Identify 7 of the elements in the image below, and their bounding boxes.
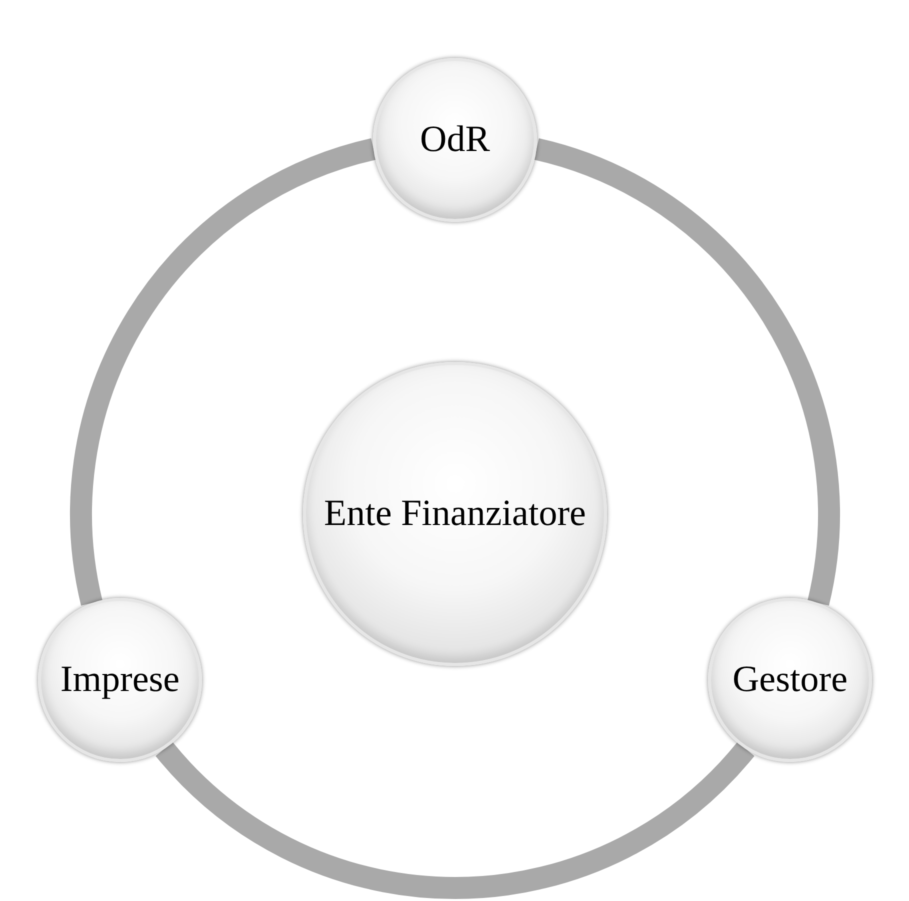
node-label: OdR (420, 120, 490, 160)
ring-connector (70, 138, 377, 605)
node-label: Gestore (732, 660, 848, 700)
node-label: Imprese (60, 660, 180, 700)
ring-connector (156, 742, 754, 899)
ring-connector (533, 138, 840, 605)
node-label: Ente Finanziatore (324, 494, 586, 534)
